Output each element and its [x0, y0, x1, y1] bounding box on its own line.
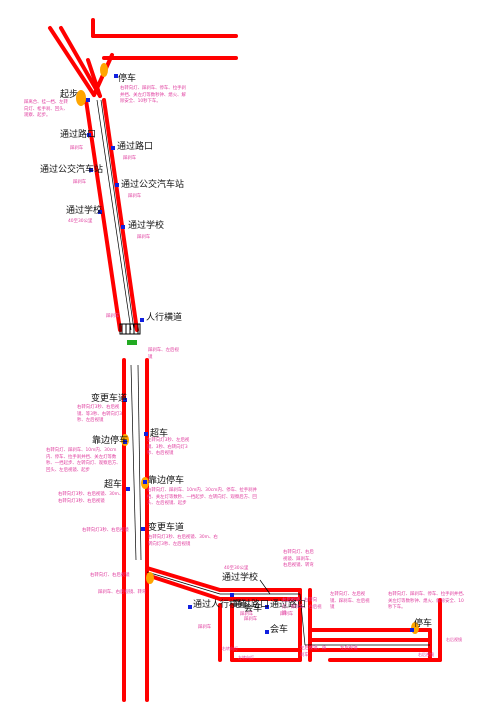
crosswalk-mark	[119, 323, 141, 335]
waypoints	[86, 74, 414, 634]
lane-change-2-note: 右转向灯3秒、右后视镜、30m、右转向灯3秒、左后视镜	[148, 535, 218, 547]
school-left-note: 40至30公里	[68, 219, 93, 224]
school-bottom-label: 通过学校	[222, 573, 259, 583]
overtake-2-note: 右转向灯3秒、右后视镜、30m、右转向灯3秒、右后视镜	[58, 492, 124, 504]
stop-top-label: 停车	[118, 74, 137, 84]
meet-1-label: 会车	[244, 604, 263, 614]
crosswalk-right-label: 人行横道	[146, 313, 183, 323]
pull-over-right-label: 靠边停车	[148, 476, 185, 486]
intersection-right-note: 踩刹车	[123, 156, 137, 161]
intersection-left-note: 踩刹车	[70, 146, 84, 151]
stop-top-note: 右转向灯、踩刹车、停车、拉手刹并挡、关左灯等数秒钟、熄火、解除安全、10秒下车。	[120, 86, 186, 105]
meet-1-note: 踩刹车	[244, 617, 258, 622]
pull-over-left-note: 右转向灯、踩刹车、10m内、30cm内、停车、拉手刹并挡、关左灯等数秒、一挡起步…	[46, 448, 121, 473]
bottom-small-3-note: 右后视镜	[418, 652, 434, 657]
intersection-bottom-1-note: 踩刹车	[240, 612, 254, 617]
crosswalk-left-note: 踩刹车	[106, 314, 120, 319]
bus-left-label: 通过公交汽车站	[40, 165, 104, 175]
lane-change-1-note: 右转向灯3秒、右后视镜、等3秒、右转向灯3秒、左后视镜	[77, 405, 123, 424]
turn-corner-note: 右转向灯、右后视镜	[90, 573, 130, 578]
overtake-1-note: 左转向灯3秒、左后视镜、3秒、右转向灯3秒、右后视镜	[147, 438, 190, 457]
bottom-small-1-note: 右转向灯	[222, 646, 238, 651]
crosswalk-bottom-label: 通过人行横道	[193, 600, 248, 610]
road-bottom	[145, 566, 442, 662]
green-marker	[127, 340, 137, 345]
uturn-1-note: 左转向灯、左后视镜、踩刹车、左后视镜	[330, 592, 370, 611]
intersection-left-label: 通过路口	[60, 130, 97, 140]
crosswalk-right-note: 踩刹车、左后视镜	[148, 348, 179, 360]
bottom-small-2-note: 左转向灯	[238, 655, 254, 660]
bus-right-note: 踩刹车	[128, 194, 142, 199]
school-right-note: 踩刹车	[137, 235, 151, 240]
bus-left-note: 踩刹车	[73, 180, 87, 185]
meet-2-note: 右后视镜、右转向灯、踩刹车、右后视镜	[282, 598, 322, 617]
start-label: 起步	[60, 90, 79, 100]
intersection-bottom-2-note: 踩刹车	[280, 612, 294, 617]
school-bottom-note: 40至30公里	[224, 566, 249, 571]
bus-right-label: 通过公交汽车站	[121, 180, 185, 190]
intersection-right-label: 通过路口	[117, 142, 154, 152]
road-main	[84, 98, 149, 702]
start-note: 踩离合、挂一档、左转向灯、松手刹、回头、观察、起步。	[24, 100, 68, 119]
turn-corner-2-note: 踩刹车、右后视镜、转弯	[98, 590, 147, 595]
stop-bottom-note: 右转向灯、踩刹车、停车、拉手刹并挡、关左灯等数秒钟、熄火、解除安全、10秒下车。	[388, 592, 468, 611]
school-left-label: 通过学校	[66, 206, 103, 216]
pull-over-left-label: 靠边停车	[92, 436, 129, 446]
meet-2-label: 会车	[270, 625, 289, 635]
pull-over-right-note: 右转向灯、踩刹车、10m内、30cm内、停车、拉手刹并挡、关左灯等数秒、一挡起步…	[147, 488, 257, 507]
road-top	[48, 18, 238, 98]
school-right-label: 通过学校	[128, 221, 165, 231]
overtake-2-label: 超车	[104, 480, 123, 490]
small-lane-2-note: 右转向灯3秒、右后视镜	[82, 528, 129, 533]
uturn-2-note: 左后视镜	[340, 646, 358, 651]
overtake-1-label: 超车	[150, 429, 169, 439]
crosswalk-bottom-note: 踩刹车	[198, 625, 212, 630]
lane-change-2-label: 变更车道	[148, 523, 185, 533]
bottom-small-4-note: 右后视镜	[446, 637, 462, 642]
route-path	[96, 99, 142, 561]
corner-right-note: 右转向灯、右后视镜、踩刹车、右后视镜、转弯	[283, 550, 314, 569]
stop-bottom-label: 停车	[414, 619, 433, 629]
intersection-bottom-2-label: 通过路口	[270, 600, 307, 610]
intersection-bottom-1-label: 通过路口	[233, 600, 270, 610]
lane-change-1-label: 变更车道	[91, 394, 128, 404]
uturn-3-note: 左后视镜、踩刹车	[300, 646, 327, 658]
